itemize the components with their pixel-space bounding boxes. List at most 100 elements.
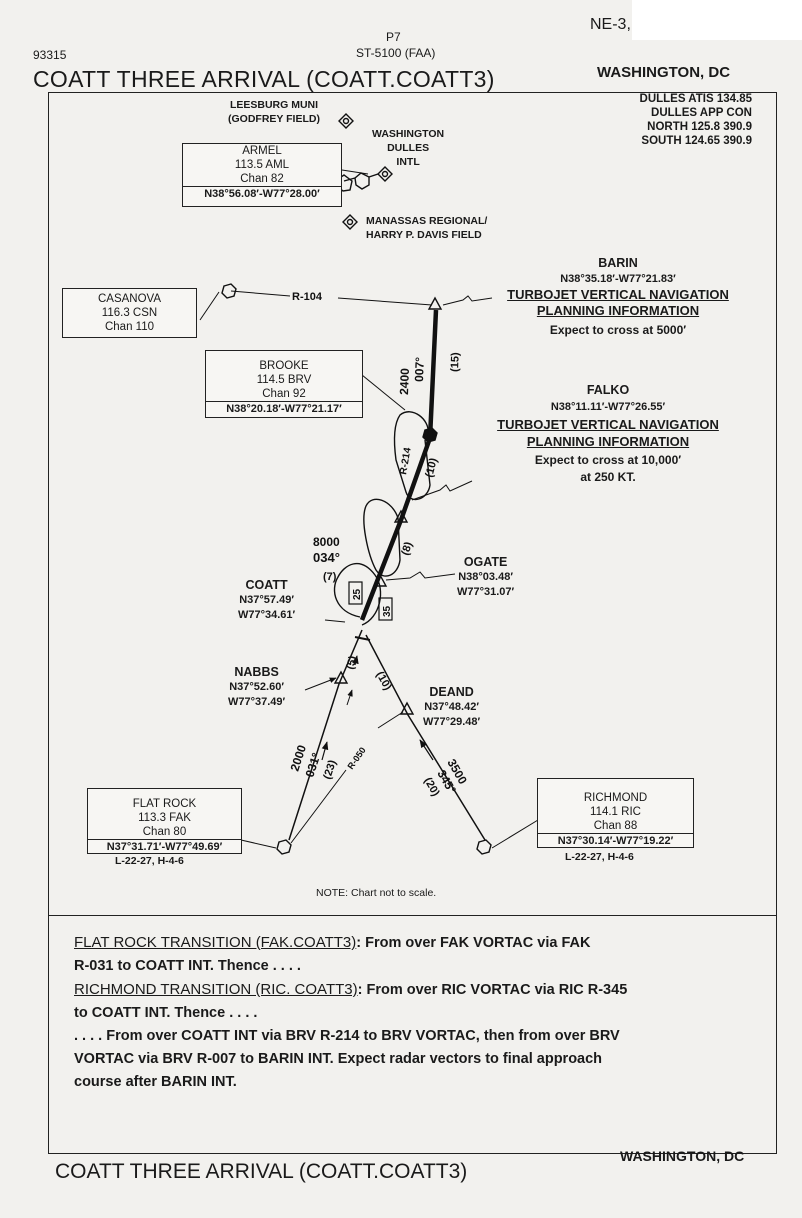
hold-course: 034° (313, 550, 340, 565)
casanova-name: CASANOVA (97, 293, 162, 305)
ogate-longitude: W77°31.07′ (457, 586, 515, 598)
falko-hold (363, 498, 401, 577)
falko-name: FALKO (586, 383, 630, 397)
falko-fix-block: FALKO N38°11.11′-W77°26.55′ TURBOJET VER… (482, 382, 734, 486)
deand-name: DEAND (429, 685, 474, 699)
mea-25: 25 (352, 588, 363, 600)
fak-distance: (23) (321, 758, 339, 781)
dulles-airport-icon (377, 166, 393, 182)
nabbs-latitude: N37°52.60′ (229, 681, 284, 693)
flatrock-frequency: 113.3 FAK (138, 812, 191, 824)
mea-35: 35 (382, 605, 393, 617)
leesburg-name: LEESBURG MUNI (229, 99, 319, 111)
casanova-leader (199, 291, 220, 321)
manassas-airport-icon (342, 214, 358, 230)
hold-altitude: 8000 (313, 535, 340, 549)
leesburg-label: LEESBURG MUNI (GODFREY FIELD) (228, 98, 320, 126)
flatrock-vortac-icon (276, 839, 292, 855)
coatt-crossbar (354, 636, 371, 641)
armel-channel: Chan 82 (240, 173, 284, 185)
leesburg-airport-icon (338, 113, 354, 129)
dulles-line2: DULLES (387, 142, 430, 154)
flatrock-navaid-box: FLAT ROCK 113.3 FAK Chan 80 N37°31.71′-W… (87, 788, 242, 854)
falko-leader (411, 480, 473, 501)
flatrock-transition (288, 629, 363, 841)
barin-expect: Expect to cross at 5000′ (549, 323, 687, 337)
falko-distance: (10) (423, 456, 440, 478)
brv-altitude: 2400 (397, 368, 412, 395)
south-frequency: SOUTH 124.65 390.9 (641, 135, 752, 147)
main-route-line (359, 309, 439, 621)
main-route-text1: . . . . From over COATT INT via BRV R-21… (74, 1028, 620, 1044)
leesburg-sub: (GODFREY FIELD) (228, 113, 320, 125)
procedure-text: FLAT ROCK TRANSITION (FAK.COATT3): From … (74, 925, 764, 1094)
armel-navaid-box: ARMEL 113.5 AML Chan 82 N38°56.08′-W77°2… (182, 143, 342, 207)
brv-course: 007° (412, 357, 427, 382)
flatrock-leader (240, 839, 277, 849)
brooke-channel: Chan 92 (262, 388, 306, 400)
brooke-hold (393, 411, 431, 501)
nabbs-fix-block: NABBS N37°52.60′ W77°37.49′ (228, 665, 285, 710)
falko-speed: at 250 KT. (580, 470, 636, 484)
ogate-fix-block: OGATE N38°03.48′ W77°31.07′ (457, 555, 514, 600)
r104-label: R-104 (292, 291, 323, 303)
route-chart: R-104 2400 007° (15) R-214 (10) (8) 8000… (199, 113, 539, 855)
coatt-longitude: W77°34.61′ (238, 609, 296, 621)
casanova-vortac-icon (221, 283, 237, 299)
brv-distance: (15) (449, 352, 462, 372)
manassas-label: MANASSAS REGIONAL/ HARRY P. DAVIS FIELD (366, 214, 487, 242)
coatt-latitude: N37°57.49′ (239, 594, 294, 606)
coatt-fix-block: COATT N37°57.49′ W77°34.61′ (238, 578, 295, 623)
chart-divider (48, 915, 777, 916)
falko-expect: Expect to cross at 10,000′ (534, 453, 682, 467)
blank-corner (632, 0, 802, 40)
frequency-block: DULLES ATIS 134.85 DULLES APP CON NORTH … (640, 92, 752, 148)
page-title: COATT THREE ARRIVAL (COATT.COATT3) (33, 66, 495, 92)
chart-number: 93315 (33, 48, 67, 62)
flatrock-channel: Chan 80 (142, 826, 187, 838)
richmond-leader (491, 819, 539, 849)
nabbs-distance: (5) (344, 654, 359, 670)
richmond-coordinate: N37°30.14′-W77°19.22′ (538, 833, 693, 848)
flatrock-arrow (321, 741, 329, 761)
flatrock-coordinate: N37°31.71′-W77°49.69′ (88, 839, 241, 854)
manassas-line2: HARRY P. DAVIS FIELD (366, 229, 482, 241)
nabbs-fix-icon (333, 670, 349, 684)
richmond-transition (365, 634, 486, 841)
deand-distance: (10) (373, 670, 393, 693)
casanova-radial (230, 290, 433, 306)
coatt-name: COATT (245, 578, 288, 592)
richmond-channel: Chan 88 (593, 820, 638, 832)
deand-leader (346, 689, 353, 706)
hold-distance: (7) (323, 571, 337, 583)
main-route-text3: course after BARIN INT. (74, 1074, 237, 1090)
richmond-navaid-box: RICHMOND 114.1 RIC Chan 88 N37°30.14′-W7… (537, 778, 694, 848)
r050-label: R-050 (345, 745, 367, 771)
richmond-vortac-icon (476, 839, 492, 855)
dulles-label: WASHINGTON DULLES INTL (372, 127, 444, 169)
armel-coordinate: N38°56.08′-W77°28.00′ (183, 186, 341, 201)
ric-transition-title: RICHMOND TRANSITION (RIC. COATT3) (74, 981, 358, 998)
city-label: WASHINGTON, DC (597, 64, 731, 81)
deand-latitude: N37°48.42′ (424, 701, 479, 713)
footer-city: WASHINGTON, DC (620, 1148, 745, 1164)
fak-transition-text2: R-031 to COATT INT. Thence . . . . (74, 958, 301, 974)
richmond-arrow (419, 739, 434, 761)
falko-vnav-subtitle: PLANNING INFORMATION (526, 434, 690, 449)
falko-coordinate: N38°11.11′-W77°26.55′ (550, 401, 666, 413)
region-label: NE-3, (590, 16, 631, 33)
barin-leader (442, 295, 493, 306)
north-frequency: NORTH 125.8 390.9 (647, 121, 752, 133)
brooke-frequency: 114.5 BRV (256, 374, 312, 386)
richmond-frequency: 114.1 RIC (590, 806, 641, 818)
falko-vnav-title: TURBOJET VERTICAL NAVIGATION (497, 417, 719, 432)
deand-longitude: W77°29.48′ (423, 716, 481, 728)
brooke-name: BROOKE (259, 360, 309, 372)
nabbs-leader (304, 677, 337, 691)
nabbs-longitude: W77°37.49′ (228, 696, 286, 708)
ogate-leader (385, 571, 456, 581)
ogate-name: OGATE (463, 555, 508, 569)
ogate-latitude: N38°03.48′ (458, 571, 513, 583)
atis-frequency: DULLES ATIS 134.85 (639, 93, 752, 105)
armel-frequency: 113.5 AML (234, 159, 290, 171)
